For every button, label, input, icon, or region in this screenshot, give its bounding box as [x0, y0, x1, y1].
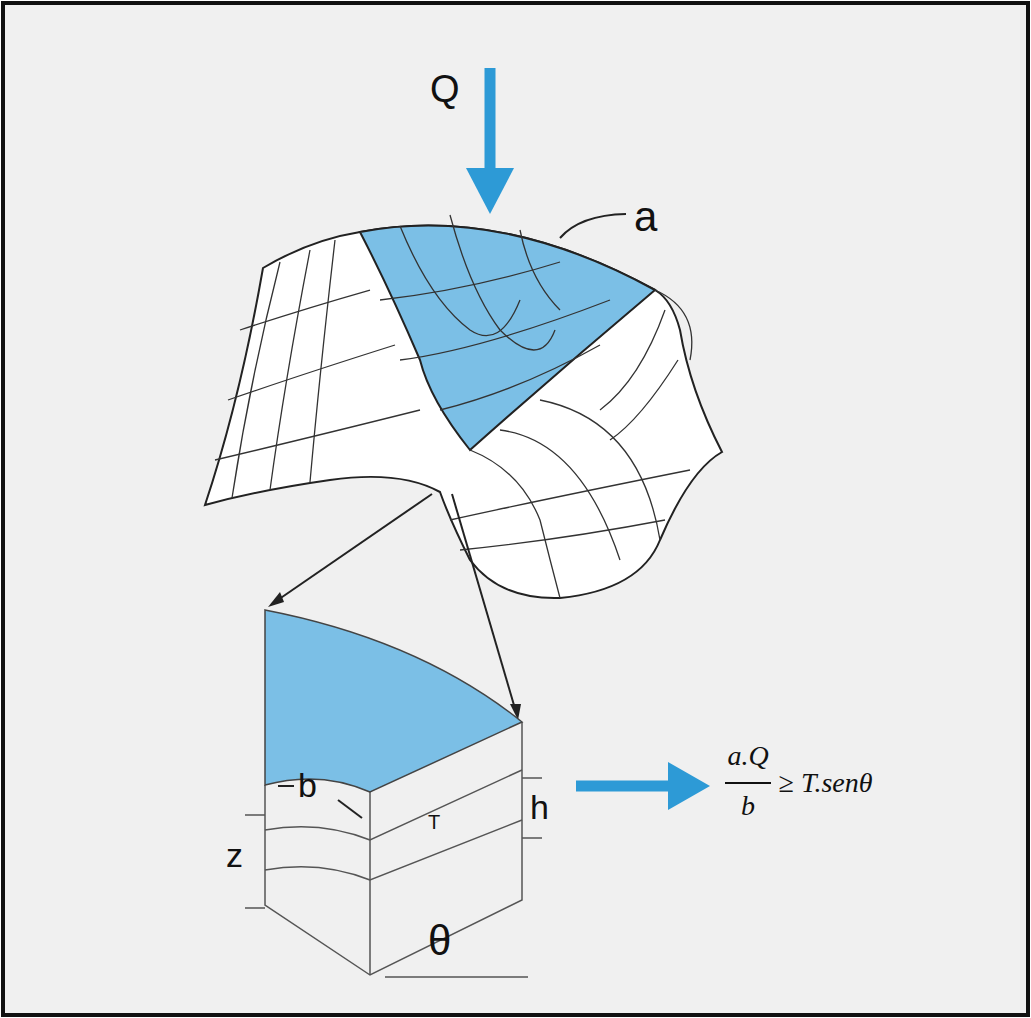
- frame: [3, 3, 1028, 1015]
- shell-grid: [215, 215, 692, 598]
- label-leader: [278, 785, 294, 787]
- load-arrow: [485, 68, 496, 170]
- detail-area: [265, 610, 522, 792]
- leader-line: [272, 494, 432, 604]
- shell-outline: [205, 225, 722, 598]
- formula-numerator: a.Q: [727, 742, 768, 770]
- formula-rhs: ≥ T.senθ: [779, 769, 873, 797]
- area-label: a: [634, 196, 657, 238]
- tension-label: T: [428, 812, 440, 832]
- arc-label: b: [298, 768, 317, 802]
- fraction-bar: [725, 782, 770, 784]
- result-arrow: [576, 781, 672, 792]
- load-arrow-head: [466, 168, 514, 214]
- leader-head: [268, 592, 284, 607]
- leader-line: [452, 494, 516, 712]
- label-leader: [338, 800, 362, 818]
- height-label: z: [226, 838, 243, 872]
- load-label: Q: [430, 70, 460, 108]
- angle-label: θ: [428, 920, 451, 962]
- formula-denominator: b: [741, 792, 755, 820]
- result-arrow-head: [668, 762, 710, 810]
- label-leader: [560, 214, 626, 238]
- thickness-label: h: [530, 790, 549, 824]
